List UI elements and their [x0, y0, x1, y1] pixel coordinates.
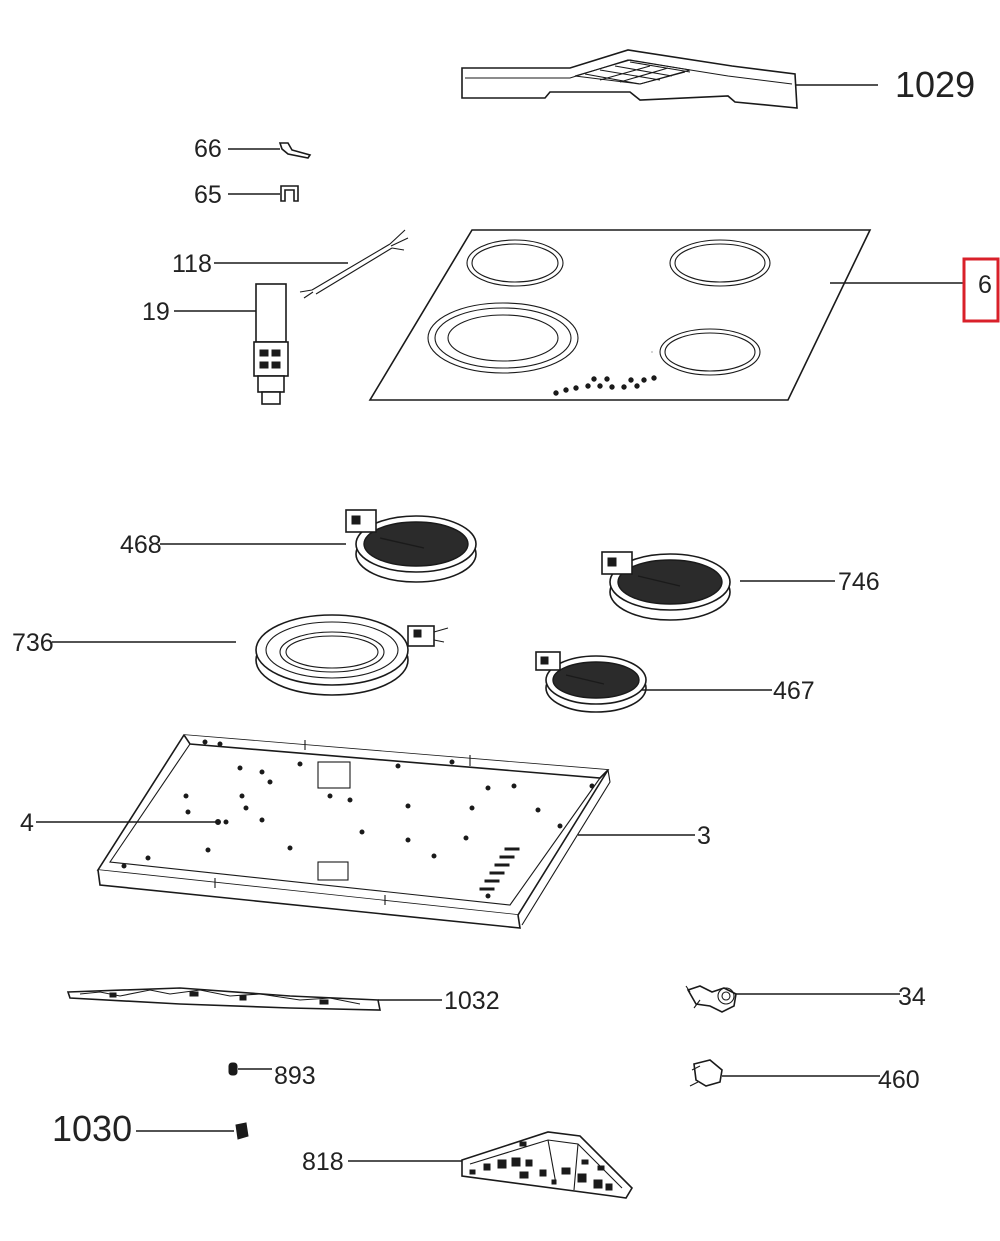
tray-slots: [479, 847, 520, 891]
label-460: 460: [878, 1066, 920, 1094]
label-467: 467: [773, 677, 815, 705]
part-34-motor: [685, 985, 737, 1013]
part-65-clip: [280, 185, 299, 202]
part-1032-control-strip: [66, 987, 381, 1011]
part-467-heater: [535, 651, 647, 713]
part-1029-trim: [461, 49, 798, 109]
part-746-heater: [601, 551, 731, 621]
part-118-cable: [299, 229, 409, 299]
board-components: [469, 1141, 613, 1191]
part-460-bracket: [689, 1059, 723, 1087]
label-1030: 1030: [52, 1108, 132, 1149]
part-1030-clip: [235, 1122, 249, 1140]
label-1029: 1029: [895, 64, 975, 105]
part-6-glass-top: [368, 229, 872, 401]
label-1032: 1032: [444, 987, 500, 1015]
part-893-knob: [228, 1062, 238, 1076]
label-746: 746: [838, 568, 880, 596]
part-736-dual-heater: [255, 614, 449, 696]
label-65: 65: [194, 181, 222, 209]
label-34: 34: [898, 983, 926, 1011]
tray-holes: [121, 739, 595, 899]
label-6: 6: [978, 271, 992, 299]
part-4-screw: [215, 819, 221, 825]
label-66: 66: [194, 135, 222, 163]
label-893: 893: [274, 1062, 316, 1090]
label-4: 4: [20, 809, 34, 837]
part-468-heater: [345, 509, 477, 583]
part-19-terminal-block: [253, 283, 289, 405]
label-19: 19: [142, 298, 170, 326]
part-66-bracket: [278, 142, 312, 159]
part-818-control-board: [461, 1131, 634, 1199]
part-3-base-tray: [96, 734, 611, 929]
label-468: 468: [120, 531, 162, 559]
label-3: 3: [697, 822, 711, 850]
label-818: 818: [302, 1148, 344, 1176]
label-736: 736: [12, 629, 54, 657]
highlight-box-6: [962, 257, 1000, 323]
label-118: 118: [172, 250, 212, 278]
touch-control-dots: [553, 351, 657, 396]
